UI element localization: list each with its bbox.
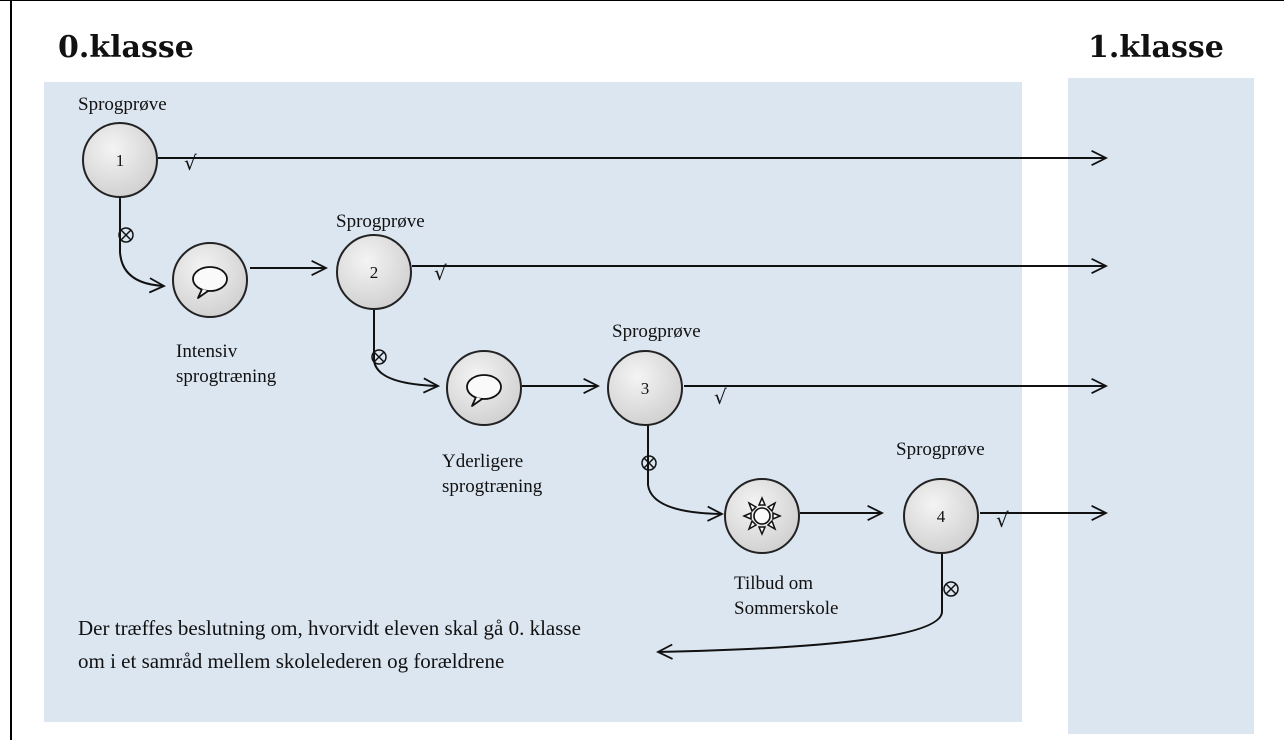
- pass-mark-2: √: [434, 261, 447, 285]
- label-intensive-training: Intensiv sprogtræning: [176, 340, 276, 389]
- pass-mark-1: √: [184, 151, 197, 175]
- test-node-1-number: 1: [116, 151, 125, 170]
- test-node-4-number: 4: [937, 507, 946, 526]
- label-further-line2: sprogtræning: [442, 475, 543, 497]
- label-summer-line2: Sommerskole: [734, 597, 839, 619]
- label-sprogprove-2: Sprogprøve: [336, 211, 425, 232]
- test-node-1: 1: [82, 122, 158, 198]
- fail-branch-4: [658, 550, 943, 652]
- fail-mark-2: [371, 349, 387, 365]
- heading-1-klasse: 1.klasse: [1088, 30, 1224, 65]
- label-intensive-line1: Intensiv: [176, 341, 238, 362]
- label-sprogprove-4: Sprogprøve: [896, 439, 985, 460]
- sun-icon: [742, 496, 782, 536]
- label-further-line1: Yderligere: [442, 451, 524, 472]
- label-further-training: Yderligere sprogtræning: [442, 450, 542, 499]
- fail-branch-1: [119, 195, 164, 286]
- pass-mark-3: √: [714, 385, 727, 409]
- fail-mark-3: [641, 455, 657, 471]
- speech-bubble-icon: [192, 266, 228, 299]
- label-summer-school: Tilbud om Sommerskole: [734, 572, 839, 621]
- heading-0-klasse: 0.klasse: [58, 30, 194, 65]
- test-node-2-number: 2: [370, 263, 379, 282]
- label-sprogprove-1: Sprogprøve: [78, 94, 167, 115]
- frame-top-border: [0, 0, 1284, 1]
- panel-0-klasse: [44, 82, 1022, 722]
- pass-mark-4: √: [996, 508, 1009, 532]
- speech-bubble-icon: [466, 374, 502, 407]
- frame-left-border: [10, 0, 12, 740]
- fail-branch-2: [373, 304, 438, 386]
- training-node-further: [446, 350, 522, 426]
- fail-mark-1: [118, 227, 134, 243]
- label-intensive-line2: sprogtræning: [176, 365, 277, 387]
- fail-branch-3: [647, 424, 722, 514]
- panel-1-klasse: [1068, 78, 1254, 734]
- summer-school-node: [724, 478, 800, 554]
- test-node-3: 3: [607, 350, 683, 426]
- test-node-4: 4: [903, 478, 979, 554]
- training-node-intensive: [172, 242, 248, 318]
- fail-mark-4: [943, 581, 959, 597]
- label-sprogprove-3: Sprogprøve: [612, 321, 701, 342]
- decision-note: Der træffes beslutning om, hvorvidt elev…: [78, 616, 581, 673]
- test-node-3-number: 3: [641, 379, 650, 398]
- label-summer-line1: Tilbud om: [734, 573, 814, 594]
- test-node-2: 2: [336, 234, 412, 310]
